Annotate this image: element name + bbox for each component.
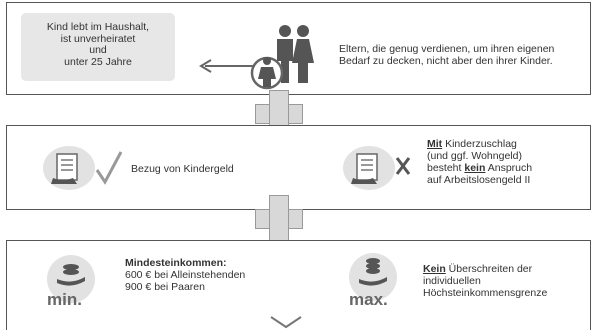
no-unemployment-benefit-text: Mit Kinderzuschlag (und ggf. Wohngeld) b…	[427, 138, 592, 186]
min-label: min.	[47, 290, 82, 309]
text-line: auf Arbeitslosengeld II	[427, 174, 531, 186]
text-span: Kinderzuschlag	[442, 138, 517, 150]
down-chevron-icon	[270, 316, 302, 329]
bold-kein-max: Kein	[423, 263, 446, 275]
text-span: besteht	[427, 162, 465, 174]
parents-line: Bedarf zu decken, nicht aber den ihrer K…	[339, 55, 553, 67]
panel-eligibility-household: Kind lebt im Haushalt, ist unverheiratet…	[6, 2, 591, 95]
parents-description: Eltern, die genug verdienen, um ihren ei…	[339, 43, 584, 67]
child-benefit-label: Bezug von Kindergeld	[131, 163, 234, 175]
family-icon	[250, 25, 314, 90]
money-hand-min-icon	[47, 255, 95, 303]
child-condition-line: Kind lebt im Haushalt,	[46, 21, 150, 33]
min-line: 900 € bei Paaren	[125, 281, 205, 293]
minimum-income-text: Mindesteinkommen: 600 € bei Alleinstehen…	[125, 257, 305, 293]
panel-income-limits: min. Mindesteinkommen: 600 € bei Alleins…	[6, 240, 591, 330]
panel-child-benefit: Bezug von Kindergeld Mit Kinderzuschlag …	[6, 125, 591, 210]
max-line: individuellen	[423, 275, 481, 287]
max-label: max.	[349, 290, 388, 309]
child-conditions-box: Kind lebt im Haushalt, ist unverheiratet…	[21, 13, 175, 81]
text-span: Anspruch	[485, 162, 533, 174]
bold-kein: kein	[464, 162, 486, 174]
min-line: 600 € bei Alleinstehenden	[125, 269, 246, 281]
parents-line: Eltern, die genug verdienen, um ihren ei…	[339, 43, 555, 55]
child-condition-line: unter 25 Jahre	[64, 55, 132, 68]
min-title: Mindesteinkommen:	[125, 257, 227, 269]
text-line: (und ggf. Wohngeld)	[427, 150, 522, 162]
bold-mit: Mit	[427, 138, 443, 150]
plus-connector-icon	[255, 195, 303, 243]
document-cross-icon	[343, 146, 411, 190]
max-line: Höchsteinkommensgrenze	[423, 287, 548, 299]
text-span: Überschreiten der	[445, 263, 533, 275]
coin-stack-hand-max-icon	[349, 253, 397, 301]
left-arrow-icon	[199, 59, 255, 73]
max-income-text: Kein Überschreiten der individuellen Höc…	[423, 263, 593, 299]
document-check-icon	[43, 146, 123, 190]
child-condition-line: ist unverheiratet	[60, 32, 136, 45]
child-condition-line: und	[89, 44, 107, 56]
